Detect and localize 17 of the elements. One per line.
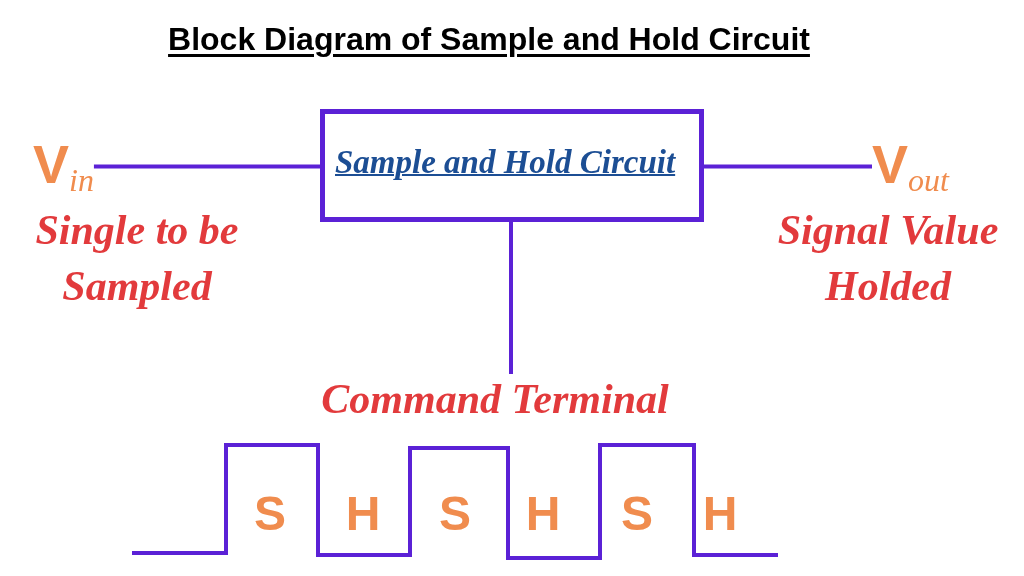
connector-line xyxy=(704,164,872,169)
phase-label: H xyxy=(525,490,561,538)
phase-label: H xyxy=(345,490,381,538)
signal-description: Signal Value Holded xyxy=(776,206,1000,311)
signal-description: Single to be Sampled xyxy=(34,206,240,311)
block-label: Sample and Hold Circuit xyxy=(335,143,676,182)
phase-label: S xyxy=(621,490,653,538)
phase-label: S xyxy=(439,490,471,538)
connector-line xyxy=(93,164,320,169)
phase-label: S xyxy=(254,490,286,538)
process-box xyxy=(320,109,704,222)
signal-label: V$_{in}$ xyxy=(33,137,94,196)
terminal-label: Command Terminal xyxy=(321,374,669,425)
phase-label: H xyxy=(702,490,738,538)
connector-line xyxy=(509,222,513,374)
diagram-title: Block Diagram of Sample and Hold Circuit xyxy=(168,20,810,59)
signal-label: V$_{out}$ xyxy=(872,137,949,196)
